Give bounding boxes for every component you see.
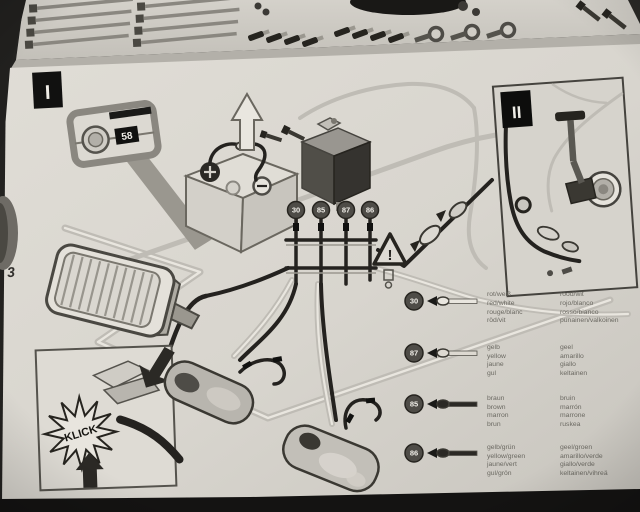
- instruction-manual-photo: I 58: [0, 0, 640, 512]
- wiring-diagram-page: I 58: [0, 0, 640, 512]
- vignette: [0, 0, 640, 512]
- scene: I 58: [0, 0, 640, 512]
